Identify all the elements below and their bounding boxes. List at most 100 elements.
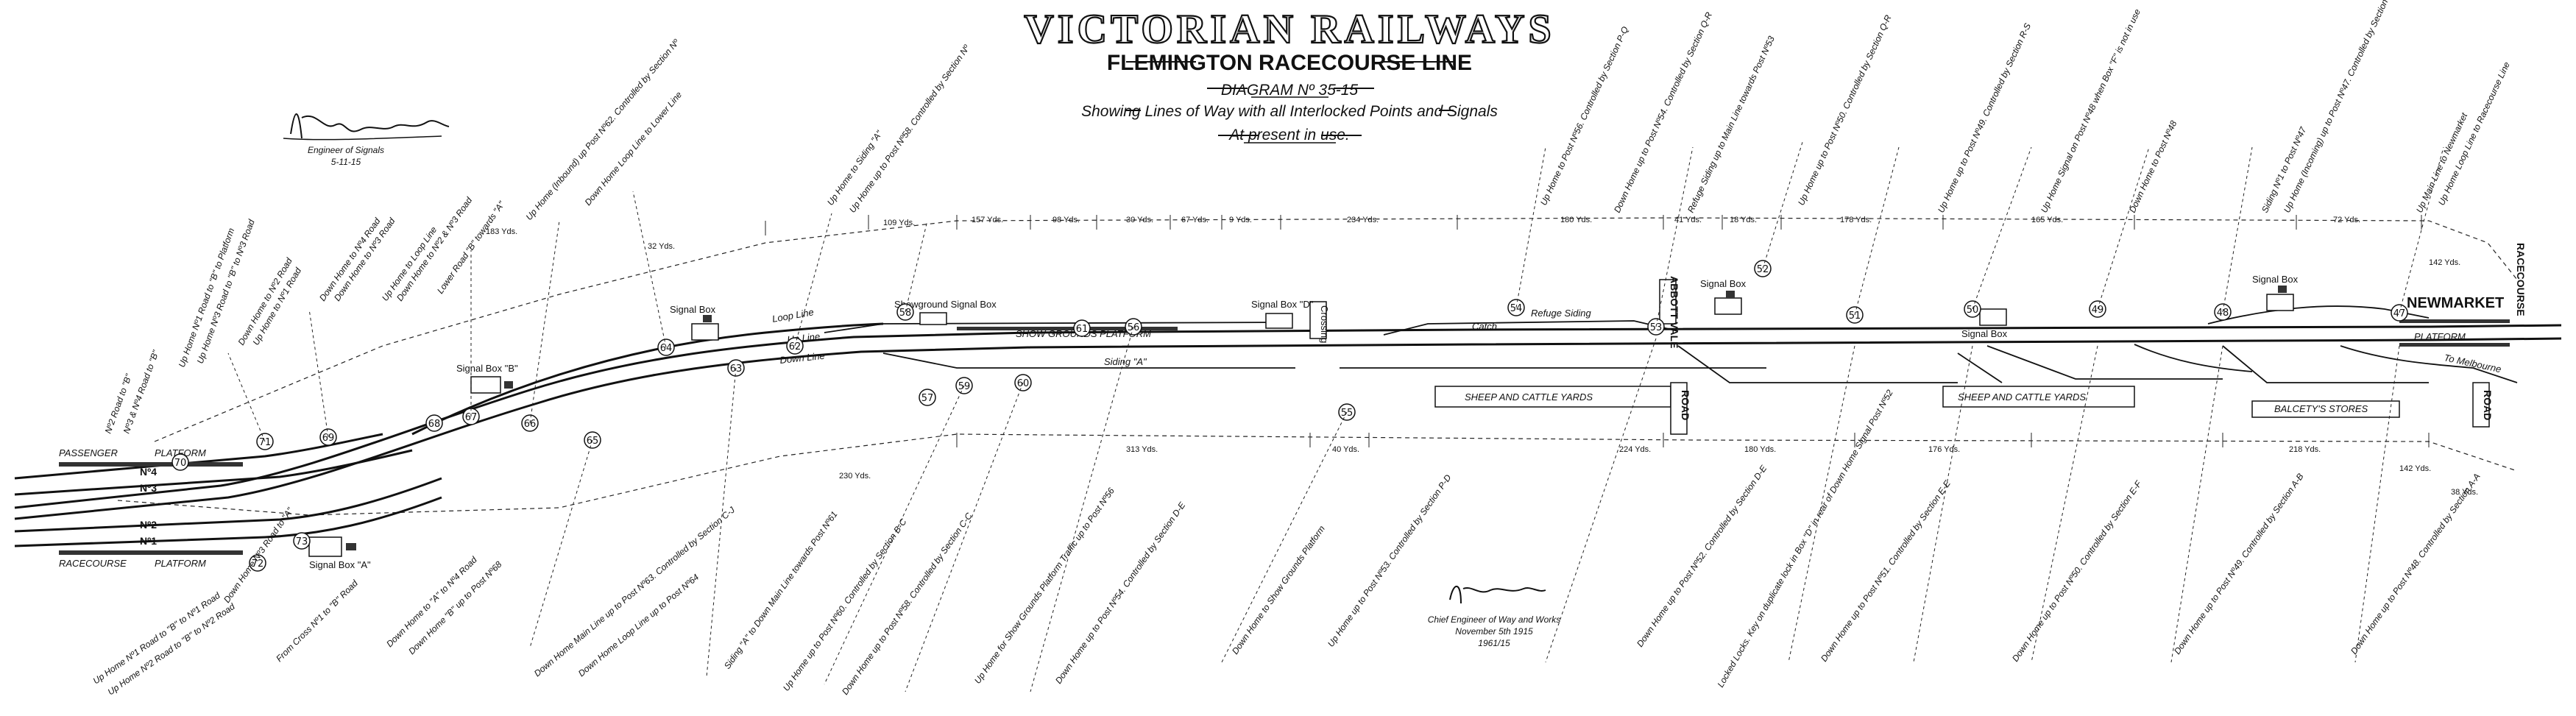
note-label: Up Home up to Post Nº49. Controlled by S… [1936, 21, 2033, 214]
distance-label: 176 Yds. [1928, 445, 1960, 454]
svg-text:50: 50 [1967, 305, 1979, 316]
sheep-cattle-yards-2 [1942, 386, 2135, 408]
distance-label: 18 Yds. [1730, 216, 1757, 224]
sheep-cattle-yards-1 [1434, 386, 1671, 408]
note-label: Up Home for Show Grounds Platform Traffi… [972, 486, 1117, 686]
svg-text:47: 47 [2393, 308, 2406, 319]
svg-text:Signal Box "A": Signal Box "A" [309, 559, 371, 570]
svg-text:67: 67 [465, 412, 478, 423]
distance-label: 30 Yds. [1126, 216, 1153, 224]
distance-label: 180 Yds. [1560, 216, 1592, 224]
distance-label: 178 Yds. [1840, 216, 1872, 224]
road-number: Nº4 [140, 466, 157, 478]
road-number: Nº1 [140, 535, 157, 547]
chief-engineer-role: Chief Engineer of Way and Works [1428, 614, 1561, 625]
road-no1 [14, 496, 442, 547]
note-label: Up Home up to Post Nº58. Controlled by S… [847, 43, 972, 215]
svg-text:52: 52 [1757, 264, 1769, 275]
distance-label: 234 Yds. [1347, 216, 1379, 224]
distance-label: 157 Yds. [972, 216, 1003, 224]
leader-lines [227, 139, 2444, 692]
road-no4 [14, 433, 383, 480]
svg-text:49: 49 [2092, 305, 2104, 316]
svg-text:68: 68 [428, 419, 441, 430]
note-label: Up Home (Inbound) up Post Nº62. Controll… [524, 37, 682, 222]
note-label: Up Home Nº1 Road to "B" to Nº1 Road [91, 590, 222, 687]
note-label: Lower Road "B" towards "A" [435, 199, 507, 295]
road-no2 [14, 477, 442, 533]
distance-label: 142 Yds. [2429, 258, 2460, 267]
road-crossing-right [2472, 382, 2490, 428]
down-main-line [14, 337, 2562, 520]
note-label: Down Home up to Post Nº52. Controlled by… [1635, 463, 1769, 649]
siding-crossing [1309, 301, 1327, 339]
station-racecourse-right: RACECOURSE [2515, 243, 2527, 316]
svg-text:53: 53 [1650, 322, 1663, 333]
label-platform: PLATFORM [155, 447, 206, 458]
engineer-signature [283, 113, 450, 141]
road-number: Nº3 [140, 482, 157, 494]
chief-engineer-signature [1449, 585, 1546, 604]
signal-post: 61 [1073, 319, 1091, 337]
note-label: Up Home Nº2 Road to "B" to Nº2 Road [106, 601, 237, 698]
signal-box-b: Signal Box "B" [456, 363, 518, 394]
svg-text:Showground Signal Box: Showground Signal Box [894, 299, 997, 310]
note-label: Down Home to Nº4 Road [317, 216, 383, 302]
note-label: Down Home Main Line up to Post Nº63. Con… [532, 504, 737, 678]
line-name: FLEMINGTON RACECOURSE LINE [1107, 51, 1472, 75]
note-label: Down Home to Post Nº48 [2127, 118, 2179, 214]
signal-post: 72 [249, 554, 266, 572]
distance-label: 165 Yds. [2031, 216, 2063, 224]
distance-label: 183 Yds. [486, 227, 517, 236]
label-refuge-siding: Refuge Siding [1531, 308, 1591, 319]
svg-text:Signal Box: Signal Box [1700, 278, 1747, 289]
svg-text:58: 58 [899, 308, 912, 319]
note-label: Up Home (Incoming) up to Post Nº47. Cont… [2282, 0, 2398, 214]
newmarket-platform-down [2399, 343, 2510, 347]
label-balcetys-stores: BALCETY'S STORES [2274, 403, 2368, 414]
signal-post: 66 [521, 414, 539, 432]
distance-label: 38 Yds. [2451, 488, 2478, 497]
note-label: Down Home up to Post Nº50. Controlled by… [2010, 478, 2144, 663]
distance-label: 98 Yds. [1052, 216, 1080, 224]
note-label: Up Home Signal on Post Nº48 when Box "F"… [2039, 7, 2142, 214]
svg-text:70: 70 [174, 458, 187, 469]
distance-label: 313 Yds. [1126, 445, 1158, 454]
diagram-subtitle: Showing Lines of Way with all Interlocke… [1081, 103, 1498, 120]
note-label: Up Home Loop Line to Racecourse Line [2436, 60, 2512, 208]
road-no3 [14, 449, 413, 496]
svg-text:69: 69 [322, 433, 335, 444]
svg-text:51: 51 [1849, 311, 1861, 322]
dimension-ticks-top [765, 215, 2422, 235]
label-road-right: ROAD [2482, 390, 2494, 420]
station-newmarket: NEWMARKET [2407, 295, 2504, 311]
svg-text:71: 71 [259, 437, 272, 448]
signal-box-f: Signal Box [1961, 308, 2008, 339]
up-main-line [14, 324, 2562, 509]
distance-label: 40 Yds. [1332, 445, 1359, 454]
signal-box-c: Signal Box [670, 304, 719, 341]
label-loop-line: Loop Line [771, 306, 815, 325]
signal-post: 68 [425, 414, 443, 432]
note-label: Down Home up to Post Nº49. Controlled by… [2172, 472, 2306, 656]
svg-text:57: 57 [921, 393, 934, 404]
signal-box-newmarket: Signal Box [2252, 274, 2299, 311]
svg-text:73: 73 [296, 536, 308, 547]
signal-post: 70 [171, 453, 189, 471]
drawing-ref: 1961/15 [1478, 638, 1510, 648]
racecourse-platform-top [59, 462, 243, 467]
signal-post: 49 [2089, 300, 2106, 318]
svg-text:59: 59 [958, 381, 971, 392]
label-siding-a: Siding "A" [1104, 356, 1147, 367]
note-label: Up Home up to Post Nº50. Controlled by S… [1796, 13, 1894, 207]
distance-label: 230 Yds. [839, 472, 871, 481]
signal-box-e: Signal Box [1700, 278, 1747, 315]
svg-text:61: 61 [1076, 324, 1089, 335]
signal-post: 73 [293, 532, 311, 550]
distance-label: 109 Yds. [883, 219, 915, 227]
label-to-melbourne: To Melbourne [2443, 352, 2502, 375]
signal-box-d: Signal Box "D" [1251, 299, 1314, 329]
note-label: From Cross Nº1 to "B" Road [274, 578, 360, 664]
chief-engineer-date: November 5th 1915 [1455, 626, 1533, 637]
